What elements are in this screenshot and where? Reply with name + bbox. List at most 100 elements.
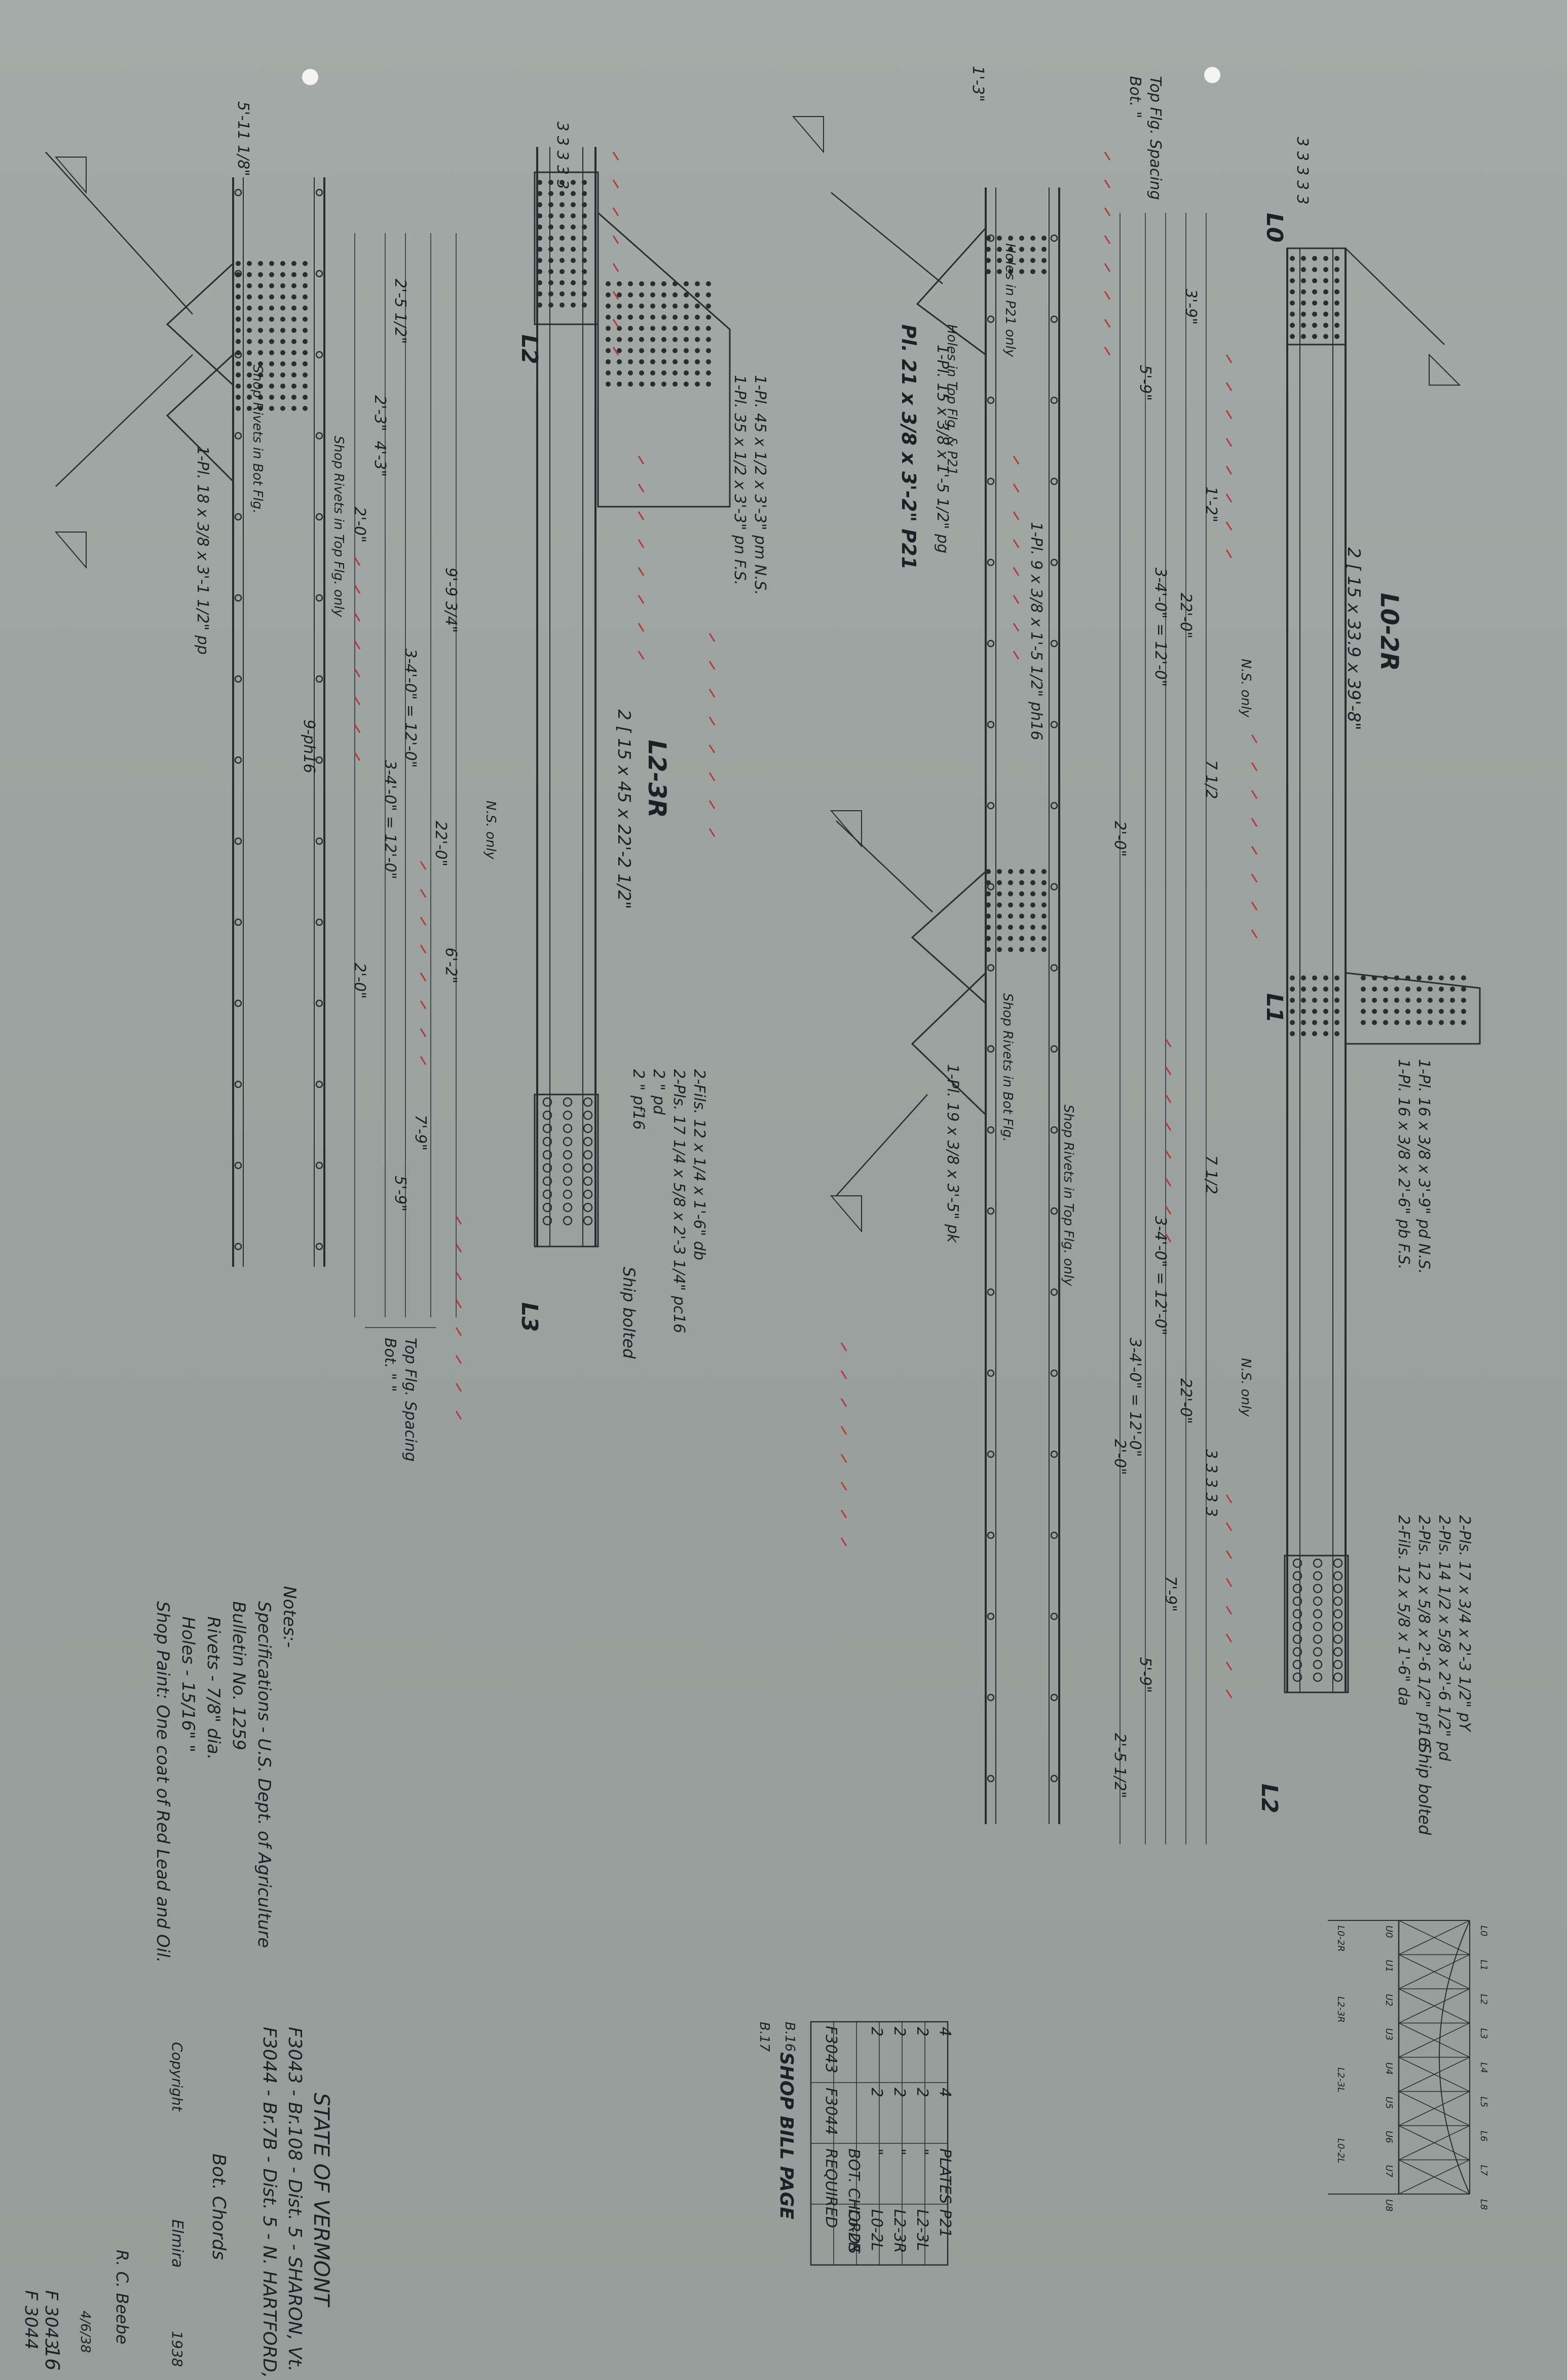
- rivet: [628, 281, 633, 286]
- rivet: [559, 191, 565, 196]
- dim-5ft9-right-top: 5'-9": [1136, 365, 1154, 401]
- rivet: [1405, 975, 1410, 980]
- rivet: [1041, 258, 1047, 263]
- rivet: [1008, 269, 1013, 274]
- bolt-hole: [563, 1110, 573, 1120]
- rivet: [628, 348, 633, 353]
- bolt-hole: [1050, 315, 1058, 323]
- check-mark: [1251, 901, 1258, 911]
- shop-bill-cell: L2-3R: [890, 2209, 908, 2253]
- check-mark: [638, 539, 645, 548]
- check-mark: [354, 557, 361, 566]
- dim-spacing-left: 3 3 3 3 3: [553, 122, 571, 190]
- bolt-hole: [1292, 1609, 1302, 1619]
- truss-bottom-label: L8: [1478, 2199, 1489, 2210]
- dim-5ft9-left: 5'-9": [391, 1176, 409, 1212]
- truss-segment-label: L0-2R: [1335, 1925, 1346, 1952]
- rivet: [537, 180, 542, 185]
- rivet: [1019, 914, 1024, 919]
- rivet: [1008, 891, 1013, 896]
- check-mark: [708, 716, 716, 726]
- rivet: [247, 372, 252, 377]
- rivet: [559, 236, 565, 241]
- check-mark: [612, 179, 619, 188]
- rivet: [537, 191, 542, 196]
- rivet: [1394, 1009, 1399, 1014]
- rivet: [706, 281, 711, 286]
- rivet: [639, 337, 644, 342]
- rivet: [280, 339, 285, 344]
- l2-note-shop-bot: Shop Rivets in Bot Flg.: [250, 365, 265, 513]
- rivet: [1041, 247, 1047, 252]
- check-mark: [612, 152, 619, 161]
- rivet: [1019, 891, 1024, 896]
- check-mark: [1104, 347, 1111, 356]
- title-year: 1938: [169, 2331, 185, 2367]
- rivet: [1301, 1020, 1306, 1025]
- bolt-hole: [1333, 1621, 1343, 1632]
- rivet: [1394, 998, 1399, 1003]
- rivet: [1334, 289, 1339, 294]
- check-mark: [455, 1271, 462, 1280]
- rivet: [1008, 936, 1013, 941]
- dim-12ft-right-2: 3-4'-0" = 12'-0": [1151, 1216, 1169, 1335]
- rivet: [258, 350, 263, 355]
- bolt-hole: [234, 1080, 242, 1088]
- check-mark: [638, 567, 645, 576]
- dim-10ft-right-2: 7 1/2: [1202, 1155, 1220, 1194]
- bolt-hole: [987, 396, 995, 404]
- truss-bottom-label: L3: [1478, 2028, 1489, 2039]
- bolt-hole: [542, 1216, 552, 1226]
- check-mark: [1225, 1578, 1233, 1587]
- rivet: [1334, 323, 1339, 328]
- bolt-hole: [234, 1242, 242, 1251]
- rivet: [661, 348, 666, 353]
- l2-3r-mark: L2-3R: [643, 740, 671, 818]
- check-mark: [354, 613, 361, 622]
- truss-bottom-label: L6: [1478, 2131, 1489, 2141]
- rivet: [986, 902, 991, 908]
- rivet: [661, 315, 666, 320]
- rivet: [1323, 334, 1328, 339]
- dim-22ft-right-2: 22'-0": [1177, 1378, 1195, 1424]
- check-mark: [1225, 466, 1233, 475]
- rivet: [280, 317, 285, 322]
- check-mark: [840, 1482, 847, 1491]
- rivet: [1323, 300, 1328, 306]
- check-mark: [840, 1426, 847, 1435]
- bolt-hole: [1050, 964, 1058, 972]
- rivet: [639, 348, 644, 353]
- rivet: [582, 236, 587, 241]
- rivet: [280, 283, 285, 288]
- truss-diagonal: [1398, 2125, 1470, 2161]
- rivet: [247, 306, 252, 311]
- rivet: [628, 337, 633, 342]
- truss-top-label: U2: [1384, 1994, 1394, 2007]
- truss-bottom-label: L4: [1478, 2062, 1489, 2073]
- rivet: [582, 180, 587, 185]
- check-mark: [708, 661, 716, 670]
- bolt-hole: [1333, 1634, 1343, 1644]
- rivet: [537, 258, 542, 263]
- panel-point-l2: L2: [1256, 1784, 1282, 1814]
- rivet: [606, 315, 611, 320]
- dim-22ft-left: 22'-0": [432, 821, 450, 866]
- rivet: [291, 272, 296, 277]
- bolt-hole: [563, 1176, 573, 1186]
- rivet: [247, 317, 252, 322]
- panel-point-l2-left: L2: [516, 334, 542, 364]
- l0-2r-plate-5: 1-Pl. 15 x 3/8 x 1'-5 1/2" pg: [934, 345, 951, 553]
- rivet: [1428, 987, 1433, 992]
- rivet: [1312, 1031, 1317, 1036]
- rivet: [1290, 1009, 1295, 1014]
- rivet: [606, 348, 611, 353]
- truss-top-label: U8: [1384, 2199, 1394, 2212]
- l2-3r-splice-3: 2 " pd: [650, 1069, 667, 1115]
- rivet: [1361, 987, 1366, 992]
- rivet: [1450, 1009, 1455, 1014]
- rivet: [684, 337, 689, 342]
- check-mark: [708, 744, 716, 753]
- rivet: [639, 326, 644, 331]
- bolt-hole: [1333, 1583, 1343, 1594]
- rivet: [1416, 975, 1422, 980]
